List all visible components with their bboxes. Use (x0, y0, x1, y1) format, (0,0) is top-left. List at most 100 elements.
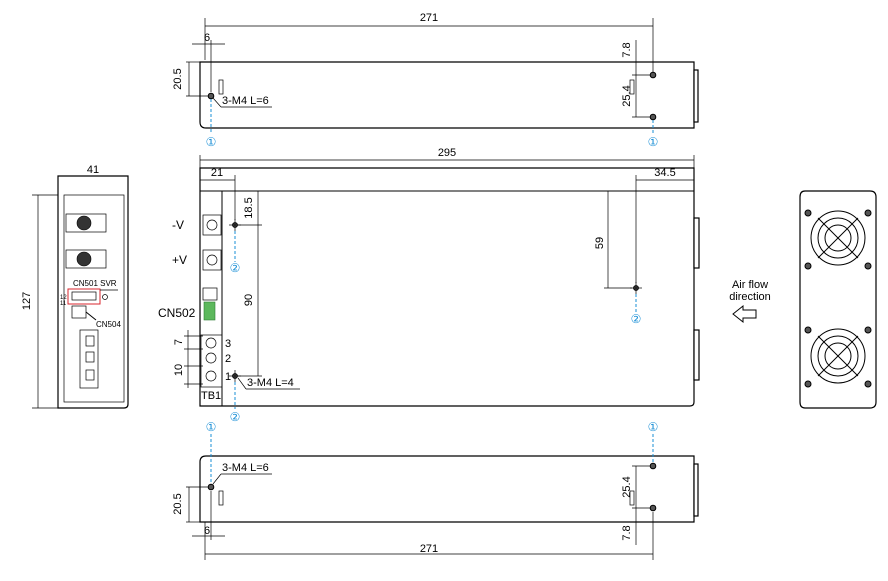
bottom-view-right-tab (693, 463, 699, 517)
top-screw-note: 3-M4 L=6 (222, 95, 269, 107)
side-output-jack-2 (65, 249, 107, 269)
fan-end-view (799, 190, 877, 409)
front-screw-note: 3-M4 L=4 (247, 377, 294, 389)
top-dim-25-4: 25.4 (621, 85, 633, 106)
tb1-pin-1: 1 (225, 371, 231, 383)
cn501-highlight-box (67, 288, 101, 305)
pin-12-label: 12 (60, 295, 67, 301)
front-marker-2-upper: ② (230, 261, 241, 275)
fan2-ring-mid (817, 335, 859, 377)
cn502-housing-upper (202, 287, 218, 301)
fan2-mount-br (864, 380, 872, 388)
cn502-connector (203, 301, 216, 321)
front-view-outline (199, 167, 695, 407)
pin-11-label: 11 (60, 301, 67, 307)
plus-v-terminal (202, 249, 222, 271)
top-dim-20-5: 20.5 (172, 68, 184, 89)
bottom-dim-20-5: 20.5 (172, 493, 184, 514)
cn501-pin-header (71, 291, 97, 301)
airflow-label-line1: Air flow (732, 279, 768, 291)
fan2-ring-inner (824, 342, 852, 370)
front-view-right-tab-1 (693, 217, 700, 269)
cn501-svr-label: CN501 SVR (73, 279, 117, 288)
tb1-screw-1-icon (205, 370, 217, 382)
airflow-label-line2: direction (729, 291, 771, 303)
fan1-strut-b (817, 217, 859, 259)
fan1-mount-bl (804, 262, 812, 270)
tb1-block (200, 334, 223, 388)
side-output-jack-2-icon (76, 251, 92, 267)
fan1-mount-tl (804, 209, 812, 217)
tb1-pin-2: 2 (225, 353, 231, 365)
term-dim-10: 10 (173, 364, 185, 376)
front-marker-2-right: ② (631, 312, 642, 326)
airflow-indicator: Air flow direction (729, 279, 771, 324)
fan-end-outline (799, 190, 877, 409)
front-view-right-tab-2 (693, 329, 700, 381)
bottom-screw-leader (212, 473, 222, 485)
bottom-view: 271 6 20.5 25.4 7.8 3-M4 L=6 ① ① (172, 420, 699, 560)
svr-trimmer-icon (102, 294, 108, 300)
term-dim-7: 7 (173, 339, 185, 345)
bottom-dim-7-8: 7.8 (621, 525, 633, 540)
bottom-dim-271: 271 (420, 543, 438, 555)
tb1-pin-3: 3 (225, 338, 231, 350)
top-view-slot (218, 79, 224, 95)
bottom-screw-note: 3-M4 L=6 (222, 462, 269, 474)
front-screw-leader (237, 377, 247, 390)
top-view-screw-hole-upper (649, 71, 657, 79)
side-terminal-block (79, 329, 99, 389)
side-terminal-slot-2 (85, 351, 95, 363)
front-view: -V +V CN502 3 2 1 TB1 7 10 (158, 147, 700, 424)
top-view: 271 6 20.5 7.8 25.4 3-M4 L=6 ① ① (172, 12, 699, 149)
top-marker-1-left: ① (206, 135, 217, 149)
minus-v-terminal (202, 214, 222, 236)
hollow-left-arrow-icon (732, 304, 757, 324)
fan-guard-icon (804, 209, 872, 270)
fan1-ring-mid (817, 217, 859, 259)
bottom-view-outline (199, 455, 695, 523)
top-view-slot-right (629, 79, 635, 95)
top-view-right-tab (693, 69, 699, 123)
side-output-jack-1-icon (76, 215, 92, 231)
bottom-dim-25-4: 25.4 (621, 476, 633, 497)
bottom-view-screw-hole (207, 483, 215, 491)
fan2-mount-bl (804, 380, 812, 388)
side-output-jack-1 (65, 213, 107, 233)
top-dim-6: 6 (204, 32, 210, 44)
bottom-marker-1-right: ① (648, 420, 659, 434)
top-screw-leader (212, 97, 222, 108)
bottom-view-slot (218, 490, 224, 506)
front-dim-21: 21 (211, 167, 223, 179)
minus-v-screw-icon (206, 219, 218, 231)
fan1-ring-inner (824, 224, 852, 252)
bottom-view-screw-hole-lower (649, 504, 657, 512)
side-view: CN501 SVR 12 11 CN504 41 127 (21, 164, 129, 409)
fan2-strut-b (817, 335, 859, 377)
top-view-outline (199, 61, 695, 129)
fan1-ring-outer (810, 210, 866, 266)
fan1-mount-tr (864, 209, 872, 217)
fan-guard-icon (804, 326, 872, 388)
side-terminal-slot-1 (85, 335, 95, 347)
top-marker-1-right: ① (648, 135, 659, 149)
plus-v-screw-icon (206, 254, 218, 266)
bottom-view-slot-right (629, 490, 635, 506)
top-view-screw-hole-lower (649, 113, 657, 121)
bottom-dim-6: 6 (204, 525, 210, 537)
front-dim-90: 90 (243, 294, 255, 306)
cn504-label: CN504 (96, 320, 121, 329)
cn502-label: CN502 (158, 306, 196, 320)
front-dim-295: 295 (438, 147, 456, 159)
side-terminal-slot-3 (85, 369, 95, 381)
front-dim-18-5: 18.5 (243, 197, 255, 218)
side-view-inner-panel (63, 194, 125, 403)
fan2-mount-tl (804, 326, 812, 334)
cn504-leader (85, 311, 97, 321)
side-dim-127: 127 (21, 292, 33, 310)
side-dim-41: 41 (87, 164, 99, 176)
front-marker-2-lower: ② (230, 410, 241, 424)
top-dim-7-8: 7.8 (621, 42, 633, 57)
